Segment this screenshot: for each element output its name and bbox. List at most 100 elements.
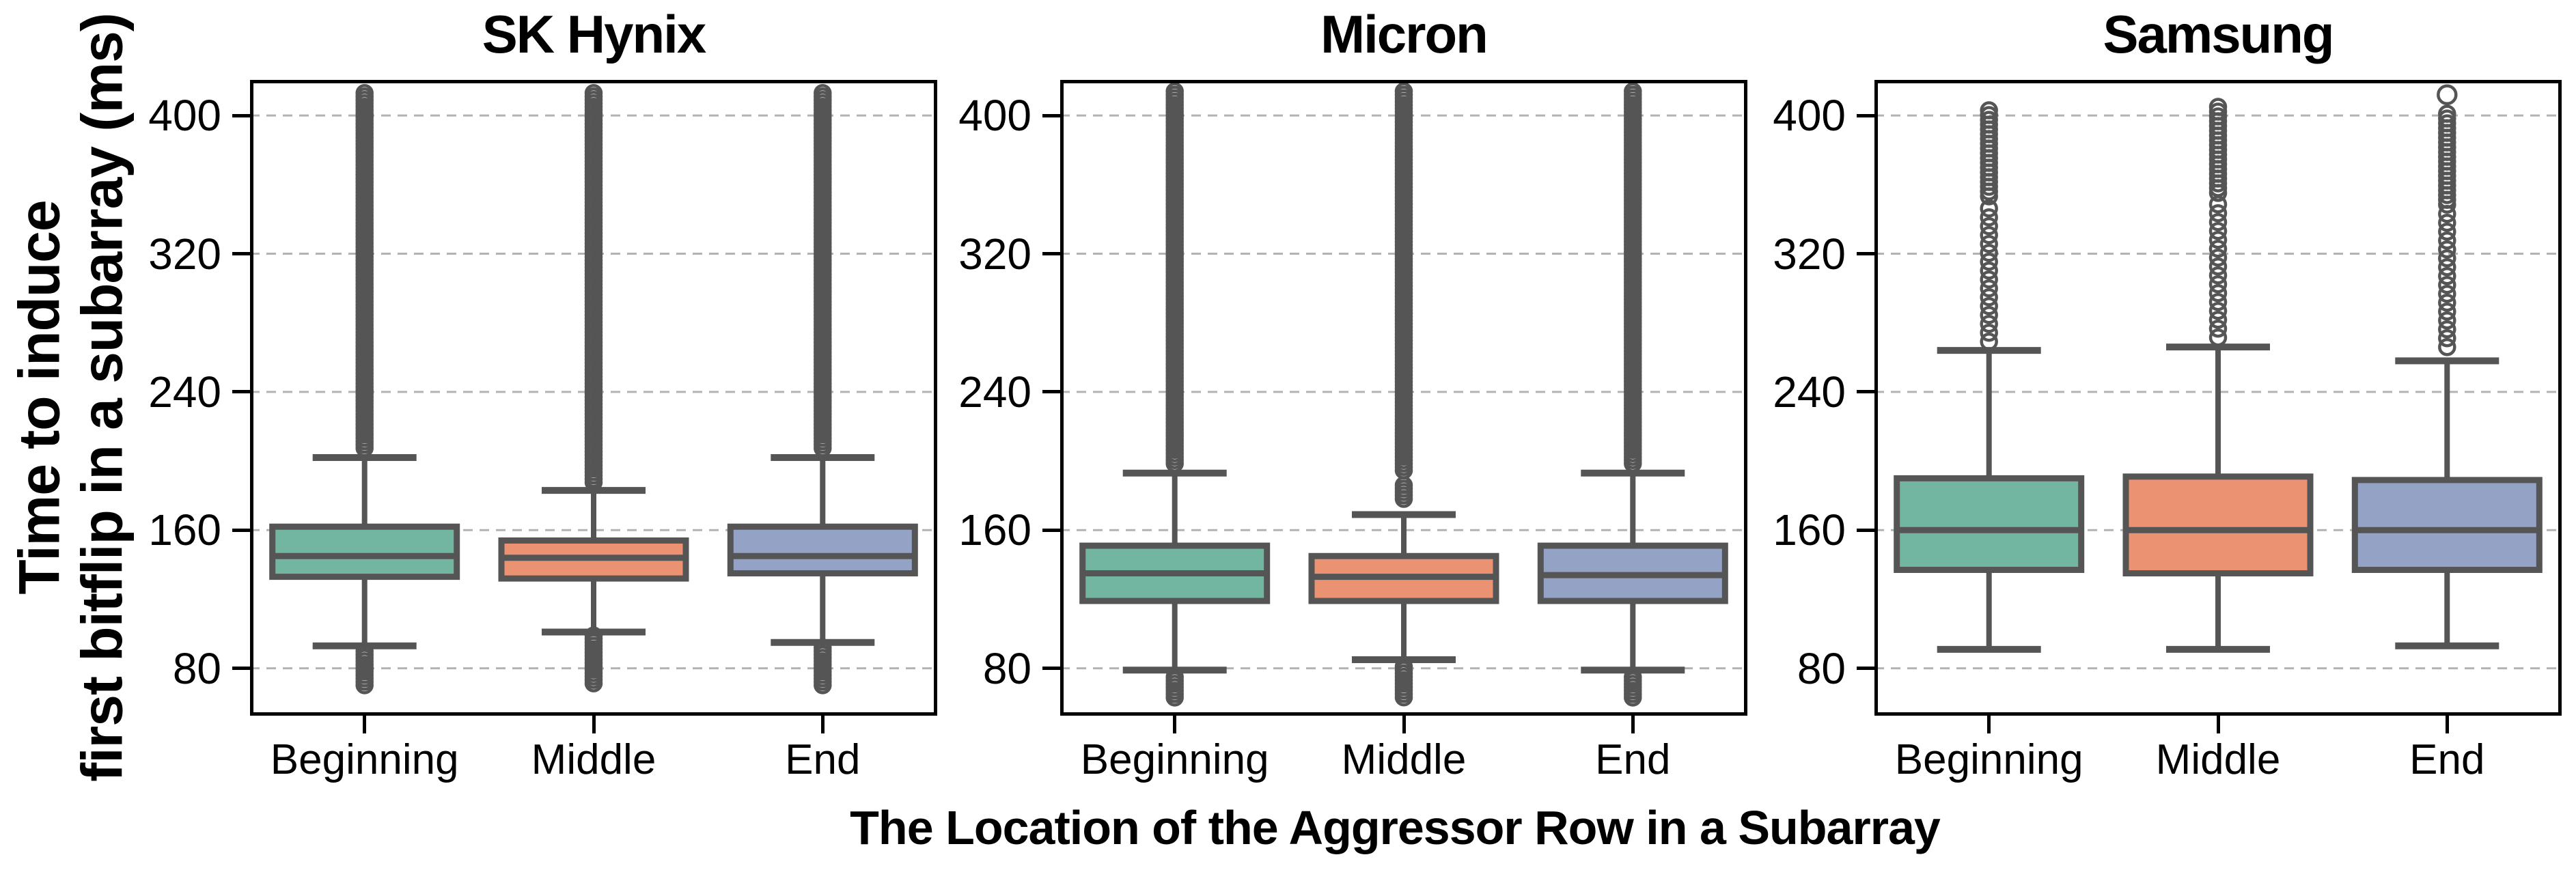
outlier-ring [1980,333,1998,351]
outlier-ring [2208,257,2228,276]
boxplot-end [727,83,918,695]
outlier-ring [355,676,374,695]
panel-micron [1060,80,1747,716]
x-tick-mark [363,716,367,733]
x-tick-label: Middle [2155,736,2281,783]
x-tick-mark [1631,716,1635,733]
outlier-ring [2438,266,2456,285]
y-tick-label: 240 [148,367,221,417]
outlier-ring [2437,84,2458,106]
outlier-ring [2208,195,2228,214]
outlier-ring [1980,279,1998,298]
y-tick-label: 400 [958,91,1031,141]
outlier-ring [1980,324,1998,342]
outlier-ring [2438,337,2456,356]
outlier-ring [1980,208,1998,227]
outlier-ring [2208,283,2228,303]
outlier-ring [2208,275,2228,294]
outlier-ring [1980,226,1998,244]
outlier-ring [2208,221,2228,240]
outlier-ring [1394,490,1413,508]
y-tick-label: 320 [958,229,1031,279]
outlier-ring [2208,310,2228,329]
y-tick-label: 160 [148,505,221,555]
outlier-ring [584,674,603,692]
outlier-ring [2438,213,2456,232]
outlier-ring [1980,217,1998,236]
y-tick-mark [232,528,250,532]
outlier-ring [2438,284,2456,303]
outlier-ring [2438,204,2456,223]
outlier-ring [2438,240,2456,259]
y-tick-label: 160 [958,505,1031,555]
boxplot-beginning [1894,101,2085,653]
outlier-ring [2208,248,2228,267]
y-tick-mark [232,390,250,394]
outlier-ring [2438,275,2456,294]
outlier-ring [2438,195,2456,214]
outlier-ring [2208,230,2228,249]
boxplot-beginning [1079,82,1271,707]
outlier-ring [1624,454,1642,473]
outlier-ring [1165,688,1184,707]
x-tick-label: Beginning [1080,736,1269,783]
outlier-ring [1980,244,1998,262]
y-tick-label: 400 [148,91,221,141]
outlier-ring [584,473,603,492]
panel-samsung [1874,80,2562,716]
outlier-ring [2438,231,2456,250]
box [2351,477,2543,573]
box [2122,473,2314,577]
outlier-ring [2438,257,2456,277]
y-tick-label: 160 [1773,505,1846,555]
y-tick-mark [1857,528,1874,532]
y-tick-mark [232,667,250,671]
y-tick-label: 80 [1797,643,1846,693]
outlier-ring [2208,212,2228,232]
outlier-ring [2438,222,2456,241]
boxplot-middle [498,83,689,692]
y-tick-label: 320 [148,229,221,279]
outlier-ring [2438,249,2456,268]
outlier-ring [2438,320,2456,339]
outlier-ring [2208,266,2228,285]
boxplot-middle [1308,82,1499,707]
outlier-ring [2208,204,2228,223]
y-tick-label: 80 [172,643,221,693]
panel-frame [1060,80,1747,716]
x-tick-mark [1987,716,1991,733]
x-tick-mark [2216,716,2220,733]
outlier-ring [1980,199,1998,218]
x-tick-label: Beginning [1894,736,2083,783]
outlier-ring [2208,184,2228,202]
box [727,523,918,577]
box [269,523,460,580]
boxplot-beginning [269,83,460,695]
y-tick-mark [1042,667,1060,671]
panel-title: Micron [1320,4,1488,64]
outlier-ring [1980,306,1998,324]
boxplot-end [1537,82,1728,707]
outlier-ring [2438,311,2456,330]
y-tick-label: 240 [1773,367,1846,417]
y-tick-label: 320 [1773,229,1846,279]
y-tick-mark [1042,528,1060,532]
y-tick-mark [232,252,250,255]
outlier-ring [1980,288,1998,307]
outlier-ring [1980,315,1998,333]
outlier-ring [2208,239,2228,258]
y-tick-label: 400 [1773,91,1846,141]
panel-frame [1874,80,2562,716]
x-tick-label: Middle [1341,736,1467,783]
x-tick-mark [592,716,596,733]
x-tick-label: Middle [531,736,656,783]
boxplot-end [2351,84,2543,649]
outlier-ring [1980,270,1998,289]
outlier-ring [1394,688,1413,707]
y-tick-mark [232,113,250,117]
outlier-ring [355,438,374,458]
outlier-ring [2438,328,2456,348]
y-tick-label: 240 [958,367,1031,417]
panel-title: Samsung [2103,4,2334,64]
